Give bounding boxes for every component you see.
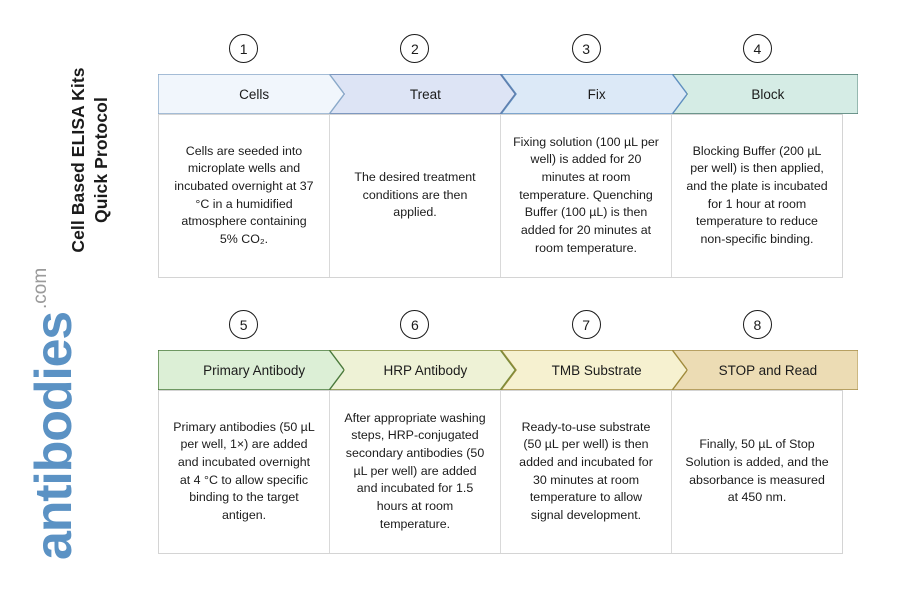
chevron-shape — [329, 74, 516, 114]
description-box-step-6: After appropriate washing steps, HRP-con… — [330, 390, 501, 553]
step-number-badge-8: 8 — [742, 310, 772, 339]
step-number-badge-3: 3 — [571, 34, 601, 63]
step-number-text: 7 — [582, 316, 591, 333]
chevron-shape — [158, 74, 345, 114]
step-number-text: 3 — [582, 40, 591, 57]
description-box-step-5: Primary antibodies (50 µL per well, 1×) … — [159, 390, 330, 553]
description-row-2: Primary antibodies (50 µL per well, 1×) … — [158, 390, 843, 554]
step-number-badge-1: 1 — [229, 34, 259, 63]
step-number-badge-6: 6 — [400, 310, 430, 339]
page-title-line-2: Quick Protocol — [90, 97, 111, 223]
chevron-step-2[interactable]: Treat — [329, 74, 516, 114]
description-row-1: Cells are seeded into microplate wells a… — [158, 114, 843, 278]
chevron-label: Primary Antibody — [203, 362, 306, 378]
description-box-step-8: Finally, 50 µL of Stop Solution is added… — [672, 390, 842, 553]
row-top-divider — [159, 390, 842, 391]
description-box-step-4: Blocking Buffer (200 µL per well) is the… — [672, 114, 842, 277]
brand-logo: antibodies .com — [25, 267, 83, 560]
chevron-shape — [329, 350, 516, 390]
description-box-step-7: Ready-to-use substrate (50 µL per well) … — [501, 390, 672, 553]
description-text: Primary antibodies (50 µL per well, 1×) … — [173, 419, 315, 522]
step-number-text: 1 — [239, 40, 248, 57]
chevron-shape — [671, 74, 858, 114]
chevron-step-6[interactable]: HRP Antibody — [329, 350, 516, 390]
description-text: The desired treatment conditions are the… — [354, 170, 476, 220]
description-box-step-1: Cells are seeded into microplate wells a… — [159, 114, 330, 277]
chevron-label: Fix — [587, 86, 606, 102]
step-number-badge-2: 2 — [400, 34, 430, 63]
chevron-step-3[interactable]: Fix — [500, 74, 687, 114]
description-text: Finally, 50 µL of Stop Solution is added… — [685, 437, 829, 505]
step-number-text: 4 — [753, 40, 762, 57]
description-text: Blocking Buffer (200 µL per well) is the… — [686, 143, 828, 246]
description-text: Ready-to-use substrate (50 µL per well) … — [519, 419, 653, 522]
step-number-badge-5: 5 — [229, 310, 259, 339]
chevron-band-2: Primary Antibody HRP Antibody TMB Substrat… — [158, 350, 858, 390]
chevron-band-1: Cells Treat Fix Block — [158, 74, 858, 114]
description-text: Fixing solution (100 µL per well) is add… — [513, 134, 659, 255]
step-number-badge-7: 7 — [571, 310, 601, 339]
page-title-line-1: Cell Based ELISA Kits — [67, 67, 88, 253]
chevron-shape — [158, 350, 345, 390]
chevron-label: Cells — [239, 86, 270, 102]
step-number-text: 8 — [753, 316, 762, 333]
chevron-label: TMB Substrate — [551, 362, 642, 378]
brand-logo-word: antibodies — [25, 311, 83, 560]
description-text: Cells are seeded into microplate wells a… — [174, 143, 314, 246]
chevron-step-7[interactable]: TMB Substrate — [500, 350, 687, 390]
step-number-row-1: 1 2 3 4 — [158, 30, 843, 74]
step-number-text: 5 — [239, 316, 248, 333]
page-title: Cell Based ELISA Kits Quick Protocol — [60, 0, 120, 252]
description-text: After appropriate washing steps, HRP-con… — [344, 410, 486, 531]
chevron-step-8[interactable]: STOP and Read — [671, 350, 858, 390]
protocol-row-1: 1 2 3 4 Cells Treat Fix Block Cells are seeded… — [158, 30, 858, 278]
description-box-step-2: The desired treatment conditions are the… — [330, 114, 501, 277]
step-number-text: 2 — [410, 40, 419, 57]
chevron-label: HRP Antibody — [383, 362, 468, 378]
row-top-divider — [159, 114, 842, 115]
chevron-step-4[interactable]: Block — [671, 74, 858, 114]
step-number-badge-4: 4 — [742, 34, 772, 63]
step-number-text: 6 — [410, 316, 419, 333]
chevron-label: STOP and Read — [718, 362, 818, 378]
step-number-row-2: 5 6 7 8 — [158, 306, 843, 350]
description-box-step-3: Fixing solution (100 µL per well) is add… — [501, 114, 672, 277]
protocol-row-2: 5 6 7 8 Primary Antibody HRP Antibody TMB Sub… — [158, 306, 858, 554]
chevron-step-5[interactable]: Primary Antibody — [158, 350, 345, 390]
chevron-step-1[interactable]: Cells — [158, 74, 345, 114]
chevron-shape — [500, 74, 687, 114]
chevron-shape — [671, 350, 858, 390]
chevron-label: Block — [751, 86, 785, 102]
brand-logo-tld: .com — [30, 267, 51, 309]
chevron-shape — [500, 350, 687, 390]
chevron-label: Treat — [409, 86, 441, 102]
